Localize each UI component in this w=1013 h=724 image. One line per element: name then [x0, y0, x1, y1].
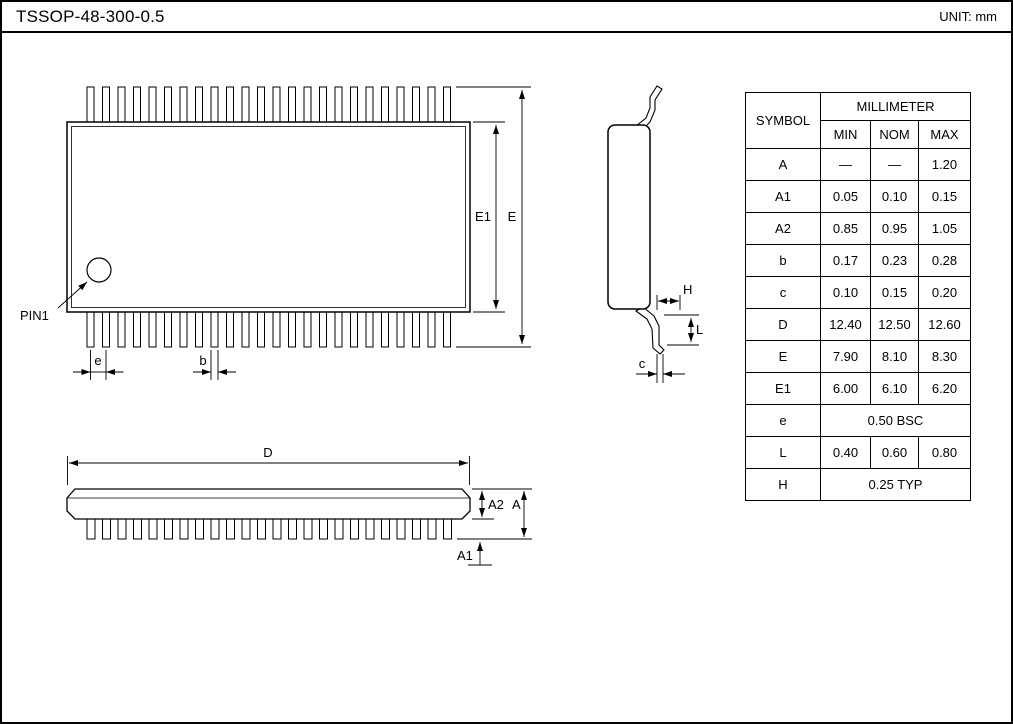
table-cell: 6.20	[918, 372, 971, 405]
table-row: H 0.25 TYP	[745, 468, 971, 501]
table-cell: 0.50 BSC	[820, 404, 971, 437]
front-view-body	[66, 488, 471, 520]
col-header-symbol: SYMBOL	[745, 92, 821, 149]
dim-H: H	[656, 282, 692, 310]
table-cell: A1	[745, 180, 821, 213]
table-cell: 0.28	[918, 244, 971, 277]
pin1-callout: PIN1	[20, 281, 88, 323]
table-cell: 0.05	[820, 180, 871, 213]
table-cell: 0.60	[870, 436, 919, 469]
table-row: E 7.90 8.10 8.30	[745, 340, 971, 373]
table-cell: e	[745, 404, 821, 437]
dim-label-A1: A1	[457, 548, 473, 563]
dim-A1: A1	[457, 542, 492, 566]
table-cell: 6.00	[820, 372, 871, 405]
side-view-bottom-lead	[634, 306, 665, 355]
table-cell: 0.20	[918, 276, 971, 309]
table-cell: c	[745, 276, 821, 309]
title-bar: TSSOP-48-300-0.5 UNIT: mm	[2, 2, 1011, 33]
table-cell: 12.60	[918, 308, 971, 341]
table-row: A — — 1.20	[745, 148, 971, 181]
dim-E1: E1	[473, 121, 505, 313]
dim-label-L: L	[696, 322, 703, 337]
table-cell: D	[745, 308, 821, 341]
table-row: b 0.17 0.23 0.28	[745, 244, 971, 277]
dim-label-e: e	[94, 353, 101, 368]
side-view-top-lead	[634, 85, 663, 130]
dim-e: e	[73, 350, 124, 380]
dim-label-c: c	[639, 356, 646, 371]
table-cell: 7.90	[820, 340, 871, 373]
dim-label-H: H	[683, 282, 692, 297]
table-cell: A	[745, 148, 821, 181]
dim-b: b	[193, 350, 236, 380]
table-cell: 0.17	[820, 244, 871, 277]
dim-D: D	[67, 445, 470, 485]
table-row: A2 0.85 0.95 1.05	[745, 212, 971, 245]
table-cell: 8.30	[918, 340, 971, 373]
dim-label-E1: E1	[475, 209, 491, 224]
table-cell: 12.50	[870, 308, 919, 341]
dimension-table: SYMBOL MILLIMETER MIN NOM MAX A — — 1.20…	[745, 92, 971, 501]
col-header-millimeter: MILLIMETER	[820, 92, 971, 121]
dim-label-A2: A2	[488, 497, 504, 512]
table-cell: 0.25 TYP	[820, 468, 971, 501]
top-view-top-pins	[86, 86, 451, 124]
table-cell: 0.23	[870, 244, 919, 277]
front-view-pins	[86, 516, 452, 540]
table-cell: 6.10	[870, 372, 919, 405]
table-cell: E	[745, 340, 821, 373]
table-row: D 12.40 12.50 12.60	[745, 308, 971, 341]
top-view-body-inner-line	[71, 126, 466, 308]
table-row: E1 6.00 6.10 6.20	[745, 372, 971, 405]
table-cell: 0.15	[870, 276, 919, 309]
table-cell: 12.40	[820, 308, 871, 341]
table-cell: H	[745, 468, 821, 501]
dim-A: A	[457, 491, 532, 540]
table-header-row: SYMBOL MILLIMETER	[745, 92, 971, 149]
table-cell: —	[870, 148, 919, 181]
table-row: c 0.10 0.15 0.20	[745, 276, 971, 309]
side-view-body	[607, 124, 651, 310]
dim-label-b: b	[199, 353, 206, 368]
table-cell: 0.95	[870, 212, 919, 245]
table-cell: 0.80	[918, 436, 971, 469]
table-cell: —	[820, 148, 871, 181]
table-cell: E1	[745, 372, 821, 405]
col-header-max: MAX	[918, 120, 971, 149]
pin1-label: PIN1	[20, 308, 49, 323]
table-cell: 0.85	[820, 212, 871, 245]
table-cell: 0.10	[820, 276, 871, 309]
top-view-body	[66, 121, 471, 313]
table-cell: b	[745, 244, 821, 277]
pin1-marker	[86, 257, 112, 283]
table-cell: 1.05	[918, 212, 971, 245]
page-title: TSSOP-48-300-0.5	[16, 6, 165, 26]
table-cell: 0.40	[820, 436, 871, 469]
col-header-min: MIN	[820, 120, 871, 149]
dim-label-D: D	[263, 445, 272, 460]
table-cell: 0.15	[918, 180, 971, 213]
dim-c: c	[636, 354, 685, 383]
table-row: A1 0.05 0.10 0.15	[745, 180, 971, 213]
table-row: e 0.50 BSC	[745, 404, 971, 437]
top-view-bottom-pins	[86, 310, 451, 348]
table-row: L 0.40 0.60 0.80	[745, 436, 971, 469]
unit-label: UNIT: mm	[939, 9, 997, 24]
table-cell: 1.20	[918, 148, 971, 181]
table-cell: 8.10	[870, 340, 919, 373]
table-subheader-row: MIN NOM MAX	[746, 120, 971, 149]
col-header-nom: NOM	[870, 120, 919, 149]
dim-A2: A2	[472, 488, 532, 520]
table-cell: L	[745, 436, 821, 469]
table-cell: 0.10	[870, 180, 919, 213]
dim-E: E	[456, 86, 531, 348]
dim-label-E: E	[508, 209, 517, 224]
dim-L: L	[664, 314, 703, 346]
dim-label-A: A	[512, 497, 521, 512]
table-cell: A2	[745, 212, 821, 245]
